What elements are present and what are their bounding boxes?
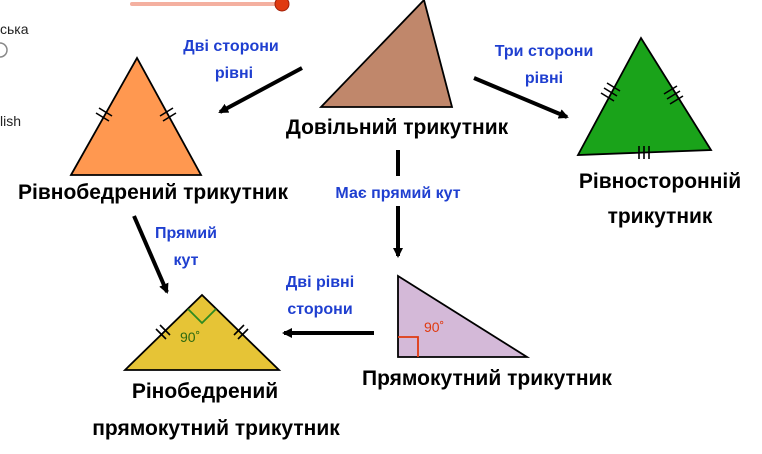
arrow-to-isosceles-right — [132, 215, 169, 294]
equilateral-triangle-label: трикутник — [608, 205, 713, 228]
edge-label-two-equal-sides: сторони — [287, 301, 352, 318]
tick-mark — [606, 82, 621, 92]
right-triangle-label: Прямокутний трикутник — [362, 367, 612, 390]
edge-label-two-sides: Дві сторони — [183, 38, 278, 55]
arrow-to-equilateral — [473, 76, 569, 119]
equilateral-triangle-group — [576, 36, 713, 159]
isosceles-right-triangle — [122, 293, 282, 371]
angle-label: 90˚ — [180, 329, 200, 345]
tick-mark — [159, 324, 171, 336]
right-angle-mark — [398, 336, 419, 357]
isosceles-right-triangle-label: Рінобедрений — [132, 380, 278, 403]
equilateral-triangle — [576, 36, 713, 156]
tick-mark — [98, 107, 113, 117]
edge-label-right-angle: Прямий — [155, 225, 217, 242]
radio-button-icon[interactable] — [0, 42, 8, 58]
tick-mark — [663, 85, 678, 95]
edge-label-three-sides: рівні — [525, 70, 563, 87]
language-option-2[interactable]: lish — [0, 113, 21, 129]
tick-mark — [600, 92, 615, 102]
tick-mark — [95, 112, 110, 122]
right-triangle-group: 90˚ — [397, 274, 531, 358]
isosceles-triangle-label: Рівнобедрений трикутник — [18, 181, 288, 204]
tick-mark — [603, 87, 618, 97]
right-angle-mark — [187, 308, 217, 325]
tick-mark — [233, 324, 245, 336]
edge-label-two-sides: рівні — [215, 65, 253, 82]
isosceles-right-triangle-group: 90˚ — [122, 293, 282, 371]
arbitrary-triangle-label: Довільний трикутник — [286, 116, 509, 139]
tick-mark — [669, 95, 684, 105]
right-triangle — [397, 274, 531, 358]
tick-mark — [155, 328, 167, 340]
arbitrary-triangle — [318, 0, 454, 108]
tick-mark — [237, 328, 249, 340]
isosceles-triangle-group — [69, 56, 203, 176]
edge-label-has-right-angle: Має прямий кут — [335, 185, 460, 202]
isosceles-triangle — [69, 56, 203, 176]
arrow-to-isosceles — [218, 66, 303, 114]
tick-mark — [162, 112, 177, 122]
tick-mark — [159, 107, 174, 117]
slider[interactable] — [130, 0, 290, 12]
isosceles-right-triangle-label: прямокутний трикутник — [92, 417, 340, 440]
equilateral-triangle-label: Рівносторонній — [579, 170, 741, 193]
language-option-1[interactable]: ська — [0, 21, 29, 37]
tick-mark — [666, 90, 681, 100]
edge-label-right-angle: кут — [174, 252, 199, 269]
angle-label: 90˚ — [424, 319, 444, 335]
slider-thumb[interactable] — [274, 0, 290, 12]
edge-label-three-sides: Три сторони — [495, 43, 594, 60]
edge-label-two-equal-sides: Дві рівні — [286, 274, 354, 291]
